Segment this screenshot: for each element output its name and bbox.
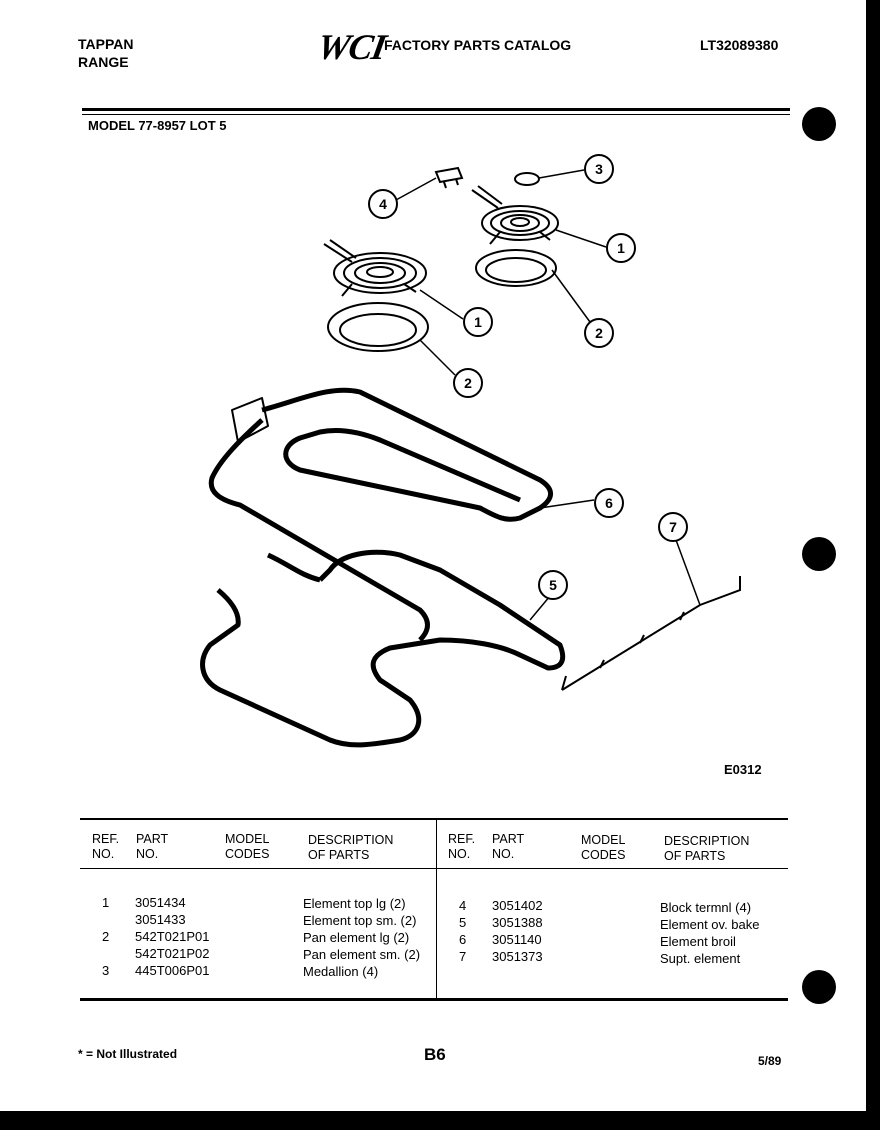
drip-pan-large <box>327 302 429 352</box>
header-rule-thick <box>82 108 790 111</box>
table-cell: 1 <box>102 895 110 910</box>
table-cell: 6 <box>459 932 467 947</box>
callout-5: 5 <box>538 570 568 600</box>
table-cell: Element ov. bake <box>660 917 760 932</box>
table-cell: Supt. element <box>660 951 741 966</box>
table-cell: Pan element sm. (2) <box>303 947 421 962</box>
right-desc-column: Block termnl (4) Element ov. bake Elemen… <box>660 899 759 967</box>
callout-1-large: 1 <box>463 307 493 337</box>
table-cell: 7 <box>459 949 467 964</box>
table-cell: Element broil <box>660 934 736 949</box>
table-cell: 445T006P01 <box>135 963 210 978</box>
brand-line-1: TAPPAN <box>78 36 134 52</box>
callout-4: 4 <box>368 189 398 219</box>
page-border-bottom <box>0 1111 880 1130</box>
table-cell: Medallion (4) <box>303 964 379 979</box>
medallion-part <box>514 172 540 186</box>
page-number: B6 <box>424 1045 446 1064</box>
brand-line-2: RANGE <box>78 54 129 70</box>
binder-hole-middle <box>802 537 836 571</box>
table-cell: 542T021P02 <box>135 946 210 961</box>
table-cell: 3051140 <box>492 932 542 947</box>
header-ref-left: REF.NO. <box>92 832 120 861</box>
table-cell: 3051433 <box>135 912 186 927</box>
callout-6: 6 <box>594 488 624 518</box>
header-rule-thin <box>82 114 790 115</box>
leader-lines <box>395 169 701 621</box>
surface-element-large <box>323 239 427 297</box>
table-cell: Element top sm. (2) <box>303 913 417 928</box>
drip-pan-small <box>475 249 557 287</box>
callout-2-small: 2 <box>584 318 614 348</box>
table-cell <box>102 911 109 928</box>
not-illustrated-note: * = Not Illustrated <box>78 1047 178 1061</box>
table-top-rule <box>80 818 788 820</box>
table-cell: 3051434 <box>135 895 186 910</box>
table-cell: 5 <box>459 915 467 930</box>
binder-hole-bottom <box>802 970 836 1004</box>
callout-2-large: 2 <box>453 368 483 398</box>
catalog-date: 5/89 <box>758 1054 782 1068</box>
page-border-right <box>866 0 880 1130</box>
left-desc-column: Element top lg (2) Element top sm. (2) P… <box>303 895 420 980</box>
table-divider <box>436 818 437 998</box>
table-cell: 3051402 <box>492 898 543 913</box>
table-cell: 3051388 <box>492 915 543 930</box>
surface-element-small <box>471 185 559 245</box>
table-cell: Pan element lg (2) <box>303 930 410 945</box>
table-cell <box>102 945 109 962</box>
left-ref-column: 1 2 3 <box>102 894 109 979</box>
right-ref-column: 4 5 6 7 <box>459 897 466 965</box>
catalog-number: LT32089380 <box>700 37 779 53</box>
left-part-column: 3051434 3051433 542T021P01 542T021P02 44… <box>135 894 209 979</box>
binder-hole-top <box>802 107 836 141</box>
table-header-rule <box>80 868 788 869</box>
table-cell: 4 <box>459 898 467 913</box>
broil-element-part <box>208 387 553 642</box>
table-cell: 2 <box>102 929 110 944</box>
table-cell: 3 <box>102 963 110 978</box>
header-ref-right: REF.NO. <box>448 832 476 861</box>
right-part-column: 3051402 3051388 3051140 3051373 <box>492 897 543 965</box>
callout-7: 7 <box>658 512 688 542</box>
block-terminal-part <box>434 166 464 189</box>
callout-1-small: 1 <box>606 233 636 263</box>
drawing-code: E0312 <box>724 762 762 777</box>
callout-3: 3 <box>584 154 614 184</box>
table-bottom-rule <box>80 998 788 1001</box>
table-cell: Block termnl (4) <box>660 900 752 915</box>
bake-element-part <box>200 549 566 748</box>
table-cell: 3051373 <box>492 949 543 964</box>
catalog-title: FACTORY PARTS CATALOG <box>384 37 572 53</box>
table-cell: 542T021P01 <box>135 929 210 944</box>
table-cell: Element top lg (2) <box>303 896 406 911</box>
element-support-part <box>561 576 741 691</box>
model-line: MODEL 77-8957 LOT 5 <box>88 118 227 133</box>
